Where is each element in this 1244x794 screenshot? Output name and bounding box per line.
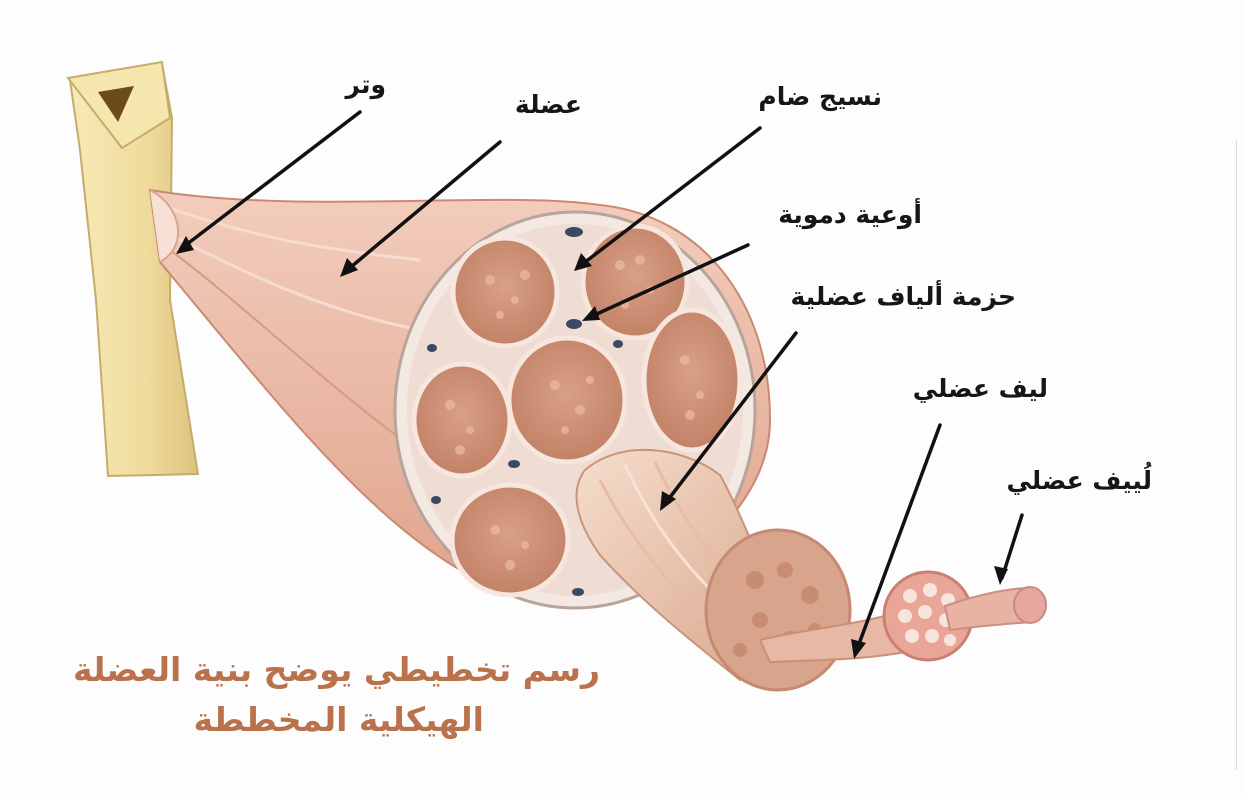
fascicle <box>452 485 568 595</box>
caption-line-2: الهيكلية المخططة <box>193 700 484 739</box>
frame-edge <box>1236 140 1237 770</box>
caption-line-1: رسم تخطيطي يوضح بنية العضلة <box>73 650 600 689</box>
label-fascicle: حزمة ألياف عضلية <box>791 282 1017 311</box>
fascicle <box>453 238 557 346</box>
fascicle <box>414 364 510 476</box>
label-connective-tissue: نسيج ضام <box>758 82 882 111</box>
fascicle <box>644 310 740 450</box>
label-blood-vessels: أوعية دموية <box>778 200 922 229</box>
label-tendon: وتر <box>346 70 386 99</box>
label-myofibril: لُييف عضلي <box>1007 466 1152 495</box>
label-muscle-fiber: ليف عضلي <box>913 374 1048 403</box>
fascicle <box>509 338 625 462</box>
label-muscle: عضلة <box>515 90 582 119</box>
